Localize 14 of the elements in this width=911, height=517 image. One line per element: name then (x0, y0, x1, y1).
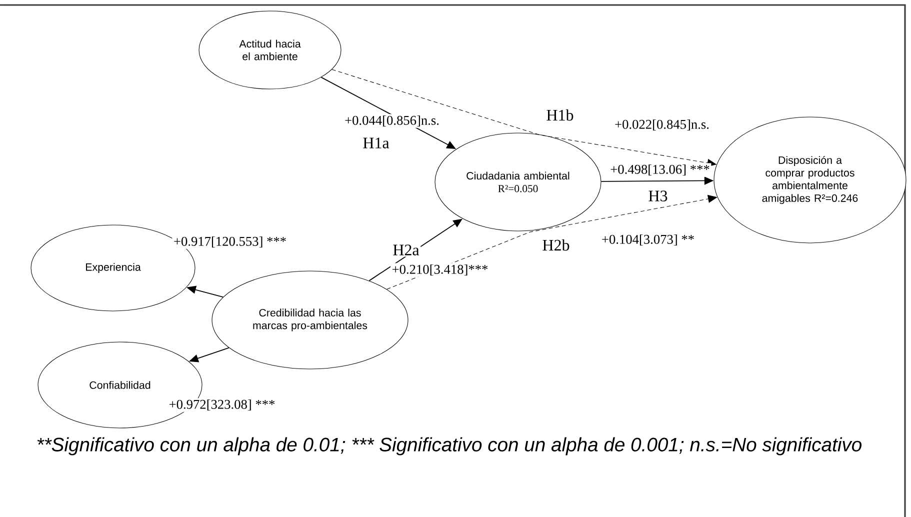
hypothesis-label: H2b (540, 238, 572, 252)
edge-label: +0.917[120.553] *** (172, 235, 288, 249)
edge-label: +0.022[0.845]n.s. (613, 118, 711, 132)
edge-label: +0.498[13.06] *** (608, 163, 712, 177)
hypothesis-label: H1b (544, 108, 576, 122)
footnote: **Significativo con un alpha de 0.01; *** Significativo con un alpha de 0.001; n.s.=No significativo (37, 437, 862, 456)
hypothesis-label: H3 (646, 189, 670, 203)
hypothesis-label: H2a (391, 243, 421, 257)
edge-label: +0.104[3.073] ** (600, 233, 696, 247)
hypothesis-label: H1a (361, 136, 391, 150)
edge-label: +0.972[323.08] *** (167, 398, 277, 412)
edge-label: +0.210[3.418]*** (390, 263, 490, 277)
edge-label: +0.044[0.856]n.s. (343, 114, 441, 128)
node-label: Disposición a comprar productos ambientalmente amigables R²=0.246 (762, 156, 858, 204)
